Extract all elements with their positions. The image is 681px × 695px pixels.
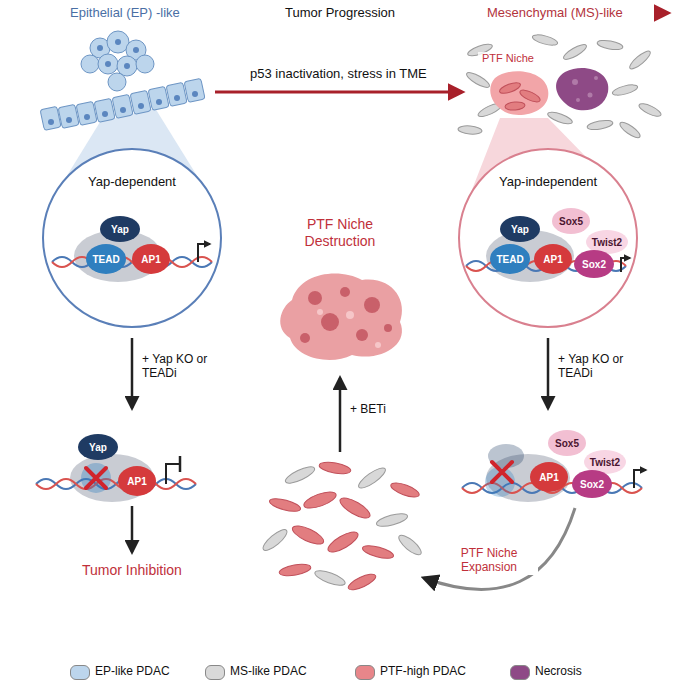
arrow-label: p53 inactivation, stress in TME	[250, 66, 427, 82]
axis-label: Epithelial (EP) -like	[66, 5, 184, 21]
axis-label: Mesenchymal (MS)-like	[483, 5, 627, 21]
treatment-label: + BETi	[350, 402, 410, 416]
protein-label: Sox2	[580, 479, 604, 490]
legend-swatch	[510, 665, 530, 680]
protein-label: Sox5	[559, 216, 583, 227]
protein-label: Yap	[89, 442, 107, 453]
protein-label: TEAD	[496, 254, 523, 265]
arrow-label: PTF Niche Expansion	[440, 546, 538, 575]
legend-text: EP-like PDAC	[95, 664, 170, 678]
protein-label: Yap	[111, 224, 129, 235]
protein-blob: TEAD	[86, 244, 126, 274]
protein-blob: AP1	[530, 462, 568, 492]
protein-blob: AP1	[132, 244, 170, 274]
nucleus-circle: Yap-independentYap Sox5Twist2TEAD AP1 Sox2	[458, 148, 638, 328]
protein-label: AP1	[539, 472, 558, 483]
treatment-label: + Yap KO or TEADi	[558, 352, 630, 381]
legend-text: Necrosis	[535, 664, 582, 678]
nucleus-circle: Yap-dependentYapTEAD AP1	[42, 148, 222, 328]
protein-blob: AP1	[118, 466, 156, 496]
protein-label: Twist2	[592, 237, 622, 248]
protein-label: TEAD	[92, 254, 119, 265]
legend-swatch	[205, 665, 225, 680]
protein-label: Yap	[511, 224, 529, 235]
protein-blob: Sox2	[574, 250, 614, 278]
protein-blob: AP1	[534, 244, 572, 274]
legend-text: PTF-high PDAC	[380, 664, 466, 678]
protein-blob: Sox2	[572, 470, 612, 498]
circle-title: Yap-independent	[460, 174, 636, 189]
legend-swatch	[355, 665, 375, 680]
legend-swatch	[70, 665, 90, 680]
legend-text: MS-like PDAC	[230, 664, 307, 678]
protein-blob: Yap	[100, 216, 140, 242]
protein-blob: Yap	[500, 216, 540, 242]
protein-label: AP1	[141, 254, 160, 265]
treatment-label: + Yap KO or TEADi	[142, 352, 214, 381]
protein-label: Sox2	[582, 259, 606, 270]
protein-label: Sox5	[555, 438, 579, 449]
protein-blob: TEAD	[490, 244, 530, 274]
circle-title: Yap-dependent	[44, 174, 220, 189]
protein-blob: Yap	[78, 434, 118, 460]
protein-label: Twist2	[590, 457, 620, 468]
protein-blob: Sox5	[548, 430, 586, 456]
protein-label: AP1	[543, 254, 562, 265]
outcome-label: PTF Niche Destruction	[280, 216, 400, 250]
protein-blob: Sox5	[552, 208, 590, 234]
outcome-label: Tumor Inhibition	[82, 562, 182, 579]
protein-label: AP1	[127, 476, 146, 487]
diagram-title: Tumor Progression	[279, 5, 401, 20]
niche-label: PTF Niche	[478, 52, 538, 65]
